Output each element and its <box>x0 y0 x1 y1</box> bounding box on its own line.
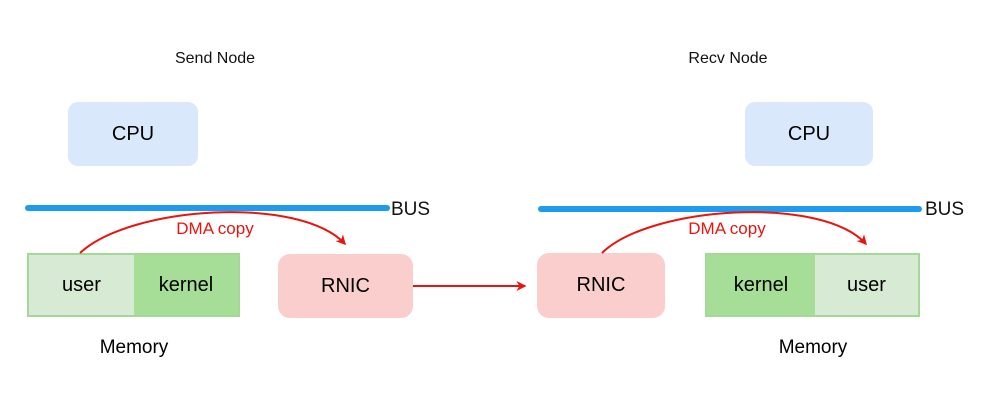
send-dma-copy-label: DMA copy <box>176 219 254 238</box>
recv-rnic-label: RNIC <box>576 274 626 296</box>
recv-cpu-box: CPU <box>745 102 873 166</box>
recv-memory-bar: kernel user <box>705 253 920 317</box>
send-memory-label: Memory <box>99 337 169 358</box>
send-bus-line <box>25 205 390 211</box>
recv-bus-line <box>538 206 922 212</box>
send-rnic-label: RNIC <box>321 274 370 297</box>
recv-memory-user-label: user <box>847 273 886 296</box>
send-memory-user-label: user <box>62 273 101 296</box>
recv-bus-label: BUS <box>925 199 965 220</box>
recv-rnic-box: RNIC <box>537 253 665 318</box>
send-cpu-label: CPU <box>111 122 155 145</box>
recv-memory-kernel-segment: kernel <box>707 255 815 315</box>
recv-node-title: Recv Node <box>688 50 768 67</box>
recv-memory-user-segment: user <box>815 255 918 315</box>
recv-dma-copy-label: DMA copy <box>688 219 766 238</box>
recv-memory-label: Memory <box>778 337 848 358</box>
send-cpu-box: CPU <box>68 102 198 166</box>
recv-memory-kernel-label: kernel <box>733 273 789 296</box>
send-node-title: Send Node <box>174 50 256 67</box>
recv-cpu-label: CPU <box>787 122 831 145</box>
send-memory-user-segment: user <box>29 255 134 315</box>
send-memory-bar: user kernel <box>27 253 240 317</box>
send-memory-kernel-label: kernel <box>158 273 214 296</box>
send-memory-kernel-segment: kernel <box>134 255 238 315</box>
send-bus-label: BUS <box>391 199 431 220</box>
send-rnic-box: RNIC <box>278 254 413 318</box>
